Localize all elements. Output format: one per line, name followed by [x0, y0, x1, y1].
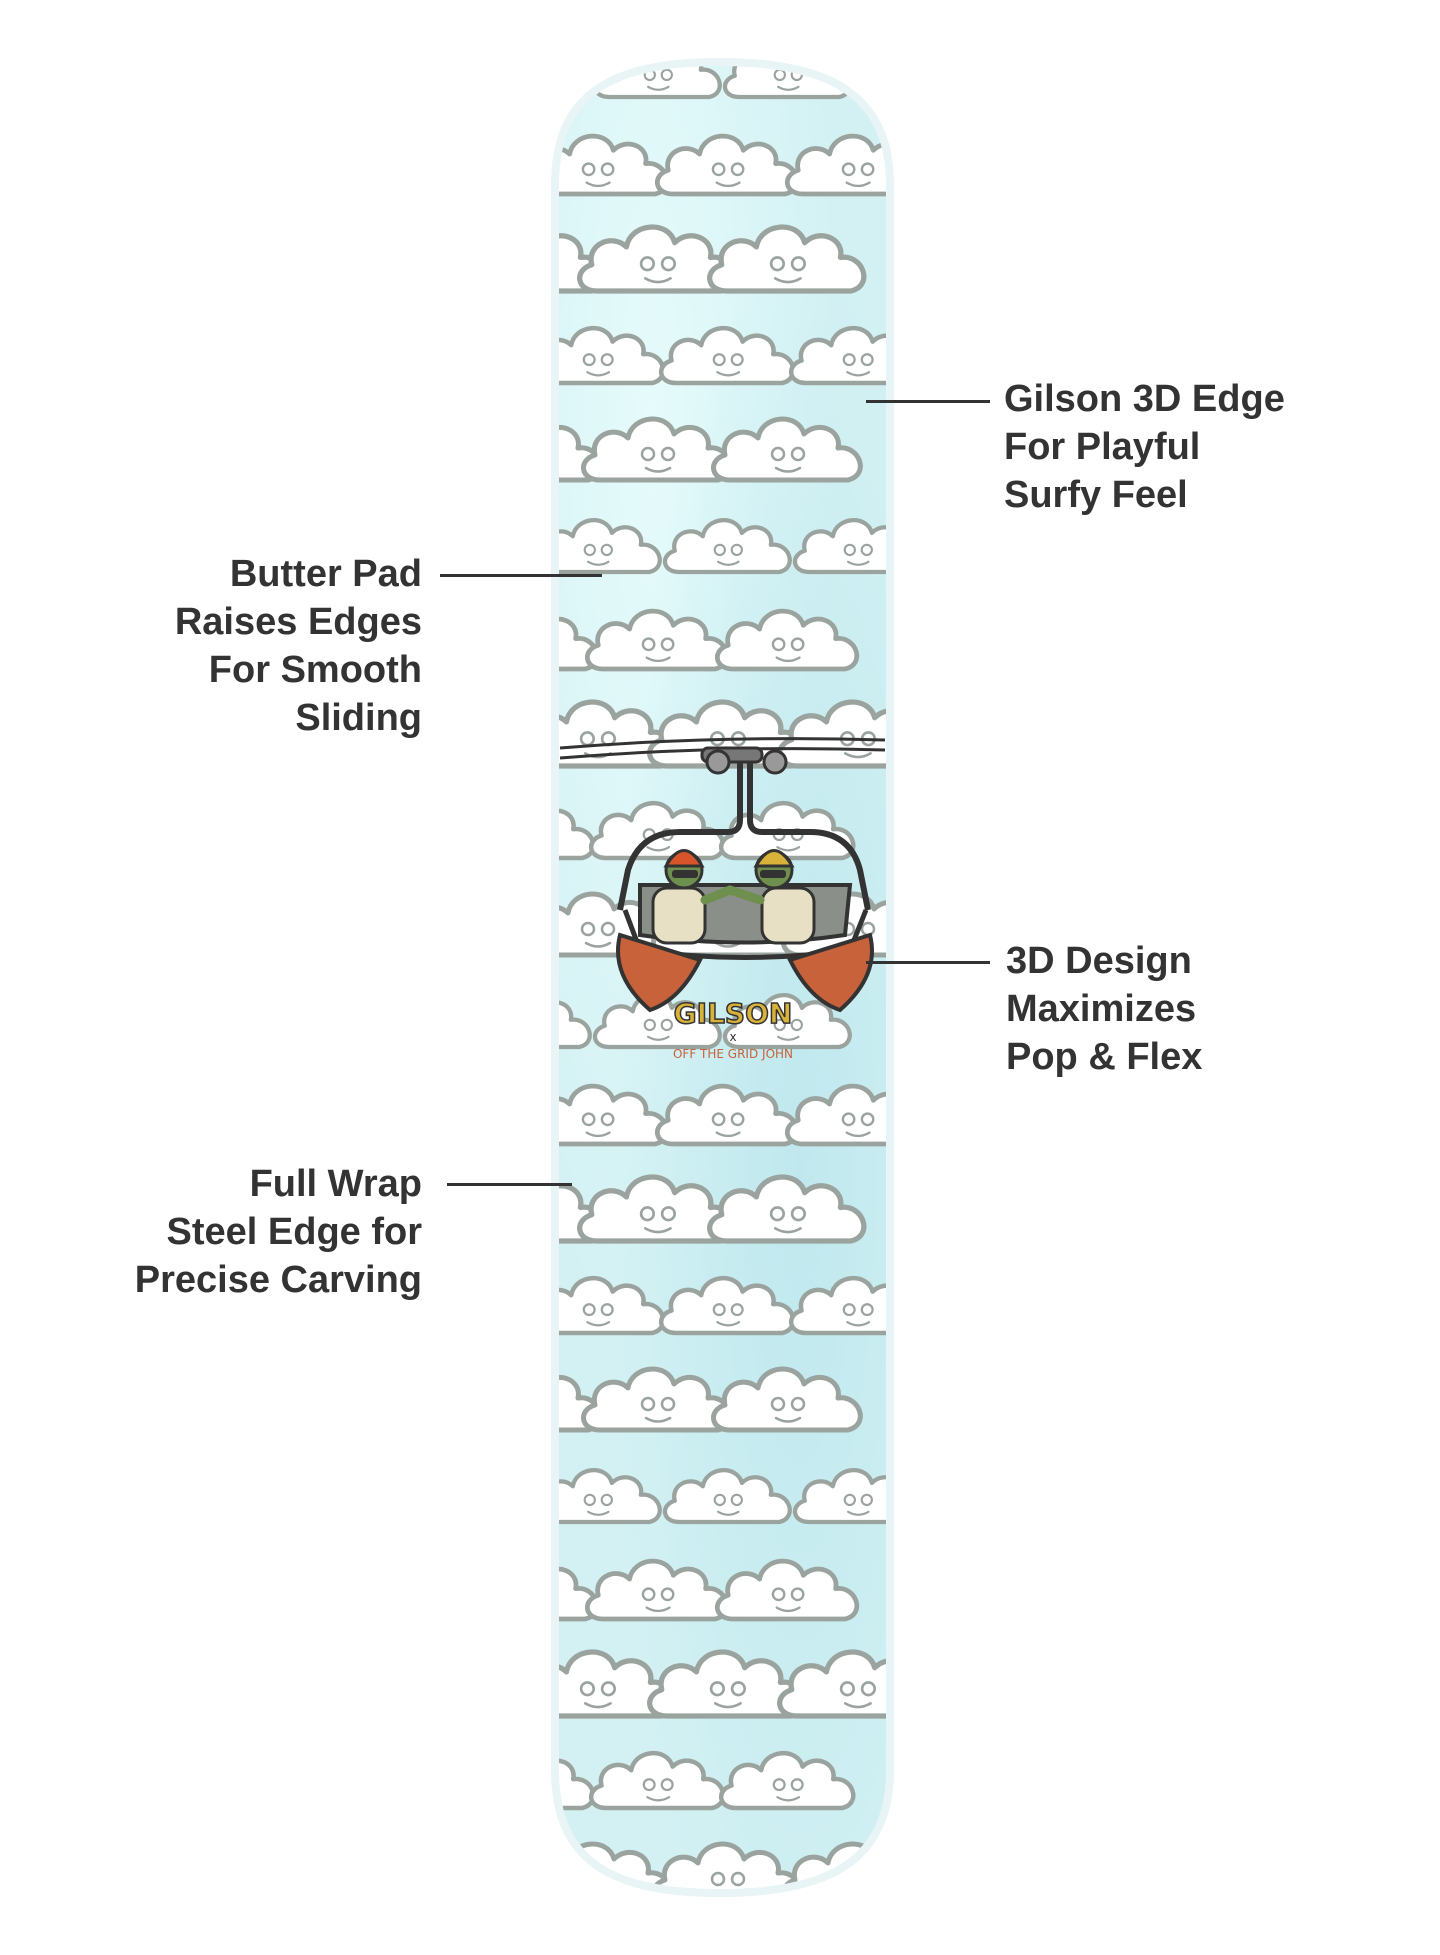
turtle-right [753, 849, 816, 945]
callout-butter-pad: Butter Pad Raises Edges For Smooth Slidi… [175, 550, 422, 742]
leader-line-full-wrap [447, 1183, 572, 1186]
callout-line: Maximizes [1006, 988, 1197, 1030]
callout-line: For Smooth [208, 649, 422, 691]
turtle-left [651, 849, 707, 945]
collab-x-mark: x [729, 1030, 736, 1044]
collab-logo: OFF THE GRID JOHN [673, 1047, 793, 1061]
callout-line: Surfy Feel [1004, 474, 1188, 516]
callout-gilson-3d-edge: Gilson 3D Edge For Playful Surfy Feel [1004, 375, 1285, 519]
callout-line: 3D Design [1006, 940, 1192, 982]
cloud-motif [465, 45, 590, 97]
callout-3d-design: 3D Design Maximizes Pop & Flex [1006, 937, 1202, 1081]
gilson-logo: GILSON [674, 997, 793, 1030]
callout-line: Sliding [295, 697, 422, 739]
callout-line: Pop & Flex [1006, 1036, 1203, 1078]
callout-full-wrap: Full Wrap Steel Edge for Precise Carving [135, 1160, 422, 1304]
callout-line: Raises Edges [174, 601, 422, 643]
callout-line: Butter Pad [229, 553, 422, 595]
leader-line-butter-pad [440, 574, 602, 577]
board-outline [551, 57, 894, 1898]
cloud-motif [595, 45, 720, 97]
callout-line: Steel Edge for [166, 1211, 423, 1253]
leader-line-3d-design [866, 961, 990, 964]
callout-line: Precise Carving [134, 1259, 422, 1301]
callout-line: Gilson 3D Edge [1004, 378, 1285, 420]
chairlift-illustration [616, 746, 874, 1013]
leader-line-gilson-3d-edge [866, 400, 990, 403]
callout-line: For Playful [1004, 426, 1201, 468]
callout-line: Full Wrap [249, 1163, 422, 1205]
